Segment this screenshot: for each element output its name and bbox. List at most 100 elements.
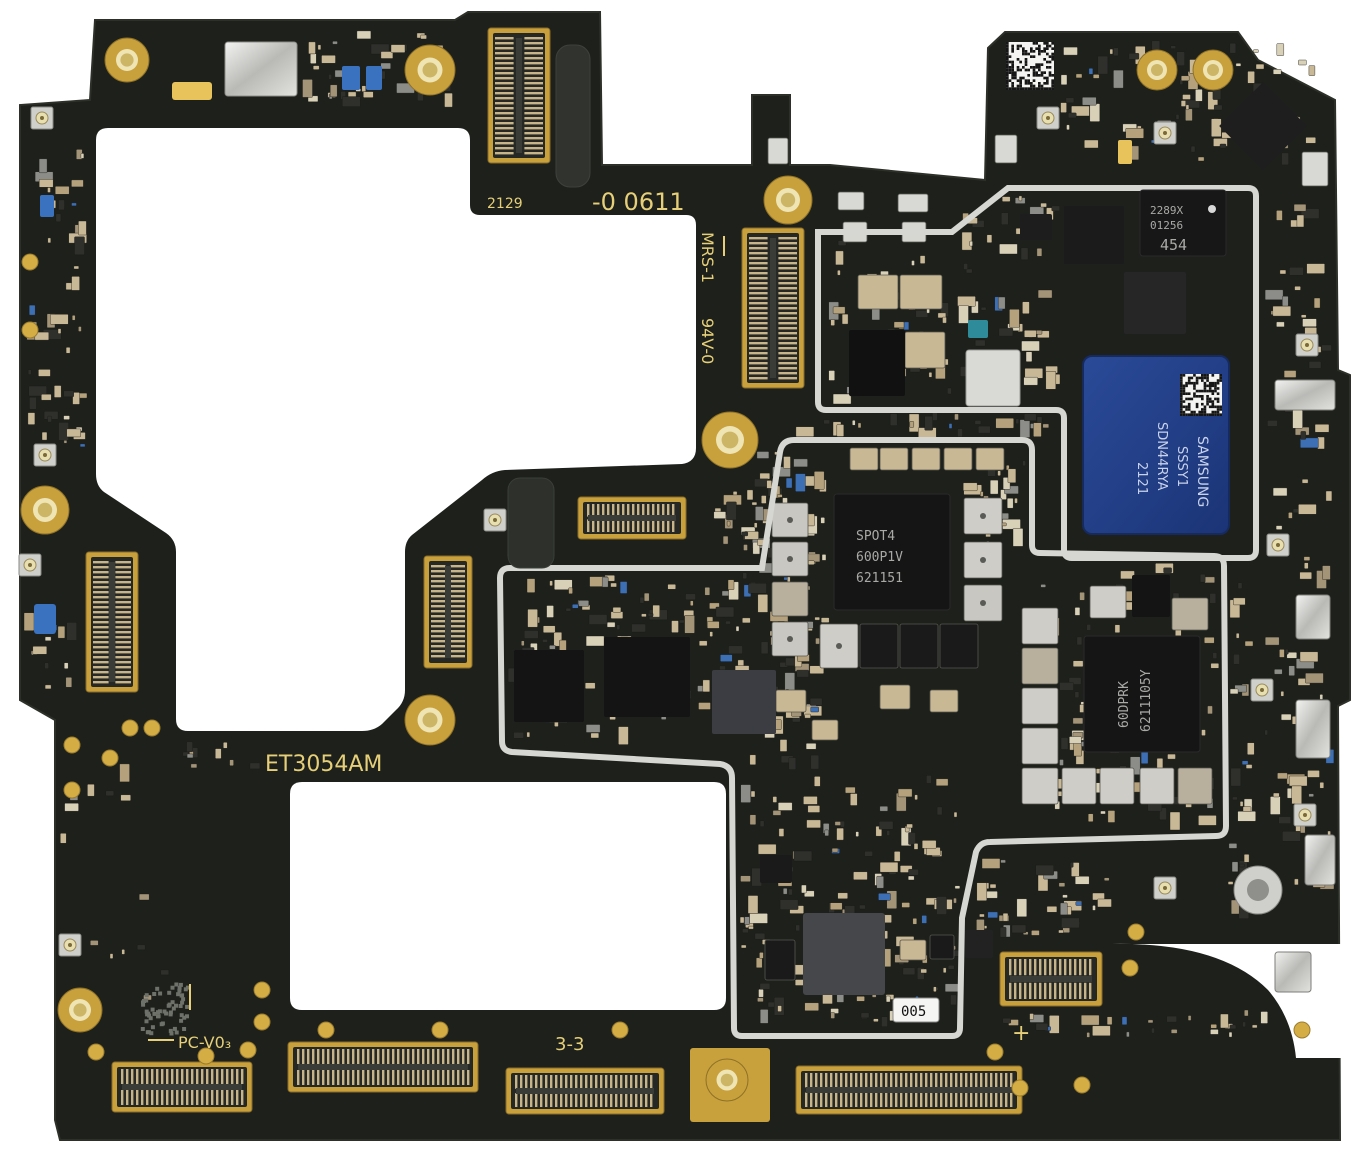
passive-component [1040, 202, 1047, 208]
rubber-pad-mid [507, 477, 555, 569]
connector-pin [600, 1093, 603, 1107]
connector-pin [115, 641, 131, 644]
passive-component [644, 592, 650, 602]
passive-component [1292, 410, 1303, 429]
matrix-module [1182, 392, 1186, 396]
connector-pin [93, 581, 109, 584]
connector-pin [575, 1093, 578, 1107]
connector-pin [141, 1090, 144, 1105]
matrix-module [1030, 82, 1033, 85]
passive-component [881, 1016, 888, 1027]
passive-component [1253, 49, 1259, 53]
power-inductor [764, 939, 796, 981]
connector-pin [749, 337, 768, 340]
matrix-module [1216, 410, 1220, 414]
passive-component [44, 636, 52, 641]
passive-component [920, 968, 927, 974]
connector-pin [115, 681, 131, 684]
matrix-module [1182, 410, 1186, 414]
connector-pin [211, 1090, 214, 1105]
connector-pin [1019, 982, 1022, 999]
connector-pin [915, 1073, 918, 1088]
connector-pin [1049, 959, 1052, 976]
power-inductor [837, 191, 865, 211]
passive-component [766, 480, 772, 489]
passive-component [1140, 751, 1149, 764]
passive-component [1305, 672, 1324, 684]
passive-component [631, 623, 646, 633]
connector-pin [524, 107, 543, 110]
passive-component [1100, 810, 1106, 815]
matrix-module [1032, 50, 1036, 53]
passive-component [119, 763, 130, 783]
connector-pin [778, 372, 797, 375]
connector-pin [115, 676, 131, 679]
connector-pin [955, 1073, 958, 1088]
coax-pin [68, 943, 72, 947]
passive-component [679, 619, 685, 624]
connector-pin [625, 1075, 628, 1089]
passive-component [807, 513, 815, 527]
connector-pin [196, 1069, 199, 1084]
passive-component [1237, 582, 1243, 589]
passive-component [787, 576, 791, 583]
connector-pin [910, 1073, 913, 1088]
connector-pin [392, 1070, 395, 1085]
passive-component [1097, 55, 1109, 75]
connector-pin [431, 655, 446, 658]
connector-pin [196, 1090, 199, 1105]
passive-component [876, 876, 884, 889]
passive-component [1298, 504, 1317, 515]
matrix-module [1043, 50, 1046, 53]
matrix-module [1211, 413, 1215, 417]
connector-pin [372, 1049, 375, 1064]
passive-component [1230, 767, 1242, 787]
matrix-module [1035, 63, 1038, 66]
connector-pin [570, 1075, 573, 1089]
connector-pin [524, 52, 543, 55]
connector-pin [1009, 982, 1012, 999]
connector-pin [450, 590, 465, 593]
connector-pin [431, 565, 446, 568]
connector-pin [545, 1075, 548, 1089]
connector-pin [136, 1069, 139, 1084]
passive-component [897, 788, 913, 798]
passive-component [330, 84, 338, 98]
connector-pin [860, 1092, 863, 1107]
power-inductor [929, 689, 959, 713]
connector-pin [600, 1075, 603, 1089]
connector-pin [778, 242, 797, 245]
matrix-module [1180, 389, 1183, 393]
connector-pin [580, 1075, 583, 1089]
passive-component [859, 904, 866, 910]
mrs-mark: MRS-1 [698, 232, 717, 283]
connector-pin [975, 1092, 978, 1107]
passive-component [821, 617, 830, 623]
connector-pin [450, 630, 465, 633]
board-to-board-connector [795, 1065, 1023, 1115]
connector-pin [635, 1093, 638, 1107]
connector-pin [815, 1092, 818, 1107]
passive-component [1059, 759, 1064, 766]
matrix-module [1046, 82, 1049, 85]
passive-component [1062, 894, 1068, 898]
connector-center [122, 1084, 242, 1090]
matrix-module [1040, 50, 1044, 53]
passive-component [1220, 1013, 1229, 1029]
connector-pin [647, 504, 650, 517]
matrix-module [1048, 71, 1052, 74]
passive-component [855, 831, 859, 837]
passive-component [1272, 69, 1282, 75]
matrix-module [1011, 82, 1014, 85]
passive-component [647, 613, 654, 617]
connector-pin [450, 640, 465, 643]
matrix-module [1195, 413, 1199, 417]
passive-component [1156, 758, 1164, 769]
connector-pin [431, 620, 446, 623]
matrix-module [1035, 87, 1038, 90]
printed-code-dot [185, 1004, 190, 1009]
connector-pin [749, 257, 768, 260]
passive-component [1036, 248, 1043, 257]
passive-component [1170, 1029, 1178, 1034]
matrix-module [1211, 381, 1215, 385]
